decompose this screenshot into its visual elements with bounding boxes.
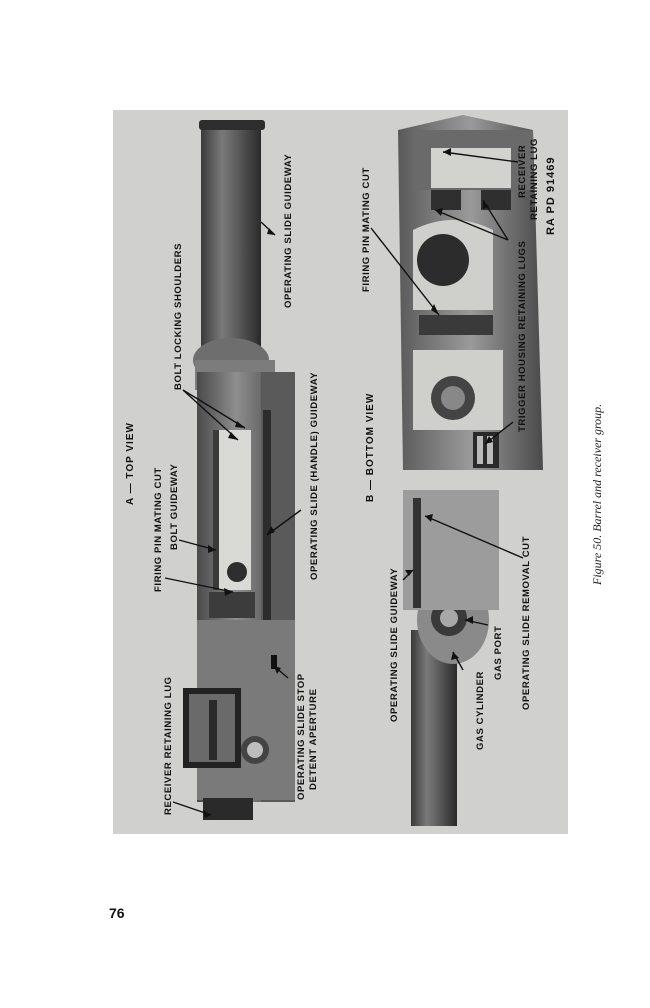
label-a-bolt-locking-shoulders: BOLT LOCKING SHOULDERS	[173, 243, 184, 390]
leader-arrowheads	[203, 148, 493, 818]
barrel-receiver-photograph: A — TOP VIEW RECEIVER RETAINING LUG FIRI…	[113, 110, 568, 834]
view-b-title: B — BOTTOM VIEW	[365, 393, 376, 502]
view-a-title: A — TOP VIEW	[125, 422, 136, 505]
label-b-gas-port: GAS PORT	[493, 626, 504, 680]
label-a-firing-pin-mating-cut: FIRING PIN MATING CUT	[153, 467, 164, 592]
label-a-operating-slide-stop: OPERATING SLIDE STOP	[296, 673, 307, 800]
ra-pd-number: RA PD 91469	[545, 157, 557, 235]
top-view-receiver	[183, 120, 295, 820]
label-b-operating-slide-guideway: OPERATING SLIDE GUIDEWAY	[389, 568, 400, 722]
label-a-operating-slide-guideway: OPERATING SLIDE GUIDEWAY	[283, 154, 294, 308]
label-a-bolt-guideway: BOLT GUIDEWAY	[169, 463, 180, 550]
label-b-operating-slide-removal-cut: OPERATING SLIDE REMOVAL CUT	[521, 536, 532, 710]
label-b-trigger-housing-retaining-lugs: TRIGGER HOUSING RETAINING LUGS	[517, 241, 528, 432]
label-b-firing-pin-mating-cut: FIRING PIN MATING CUT	[361, 167, 372, 292]
bottom-view-receiver	[398, 115, 543, 826]
page-number: 76	[109, 905, 125, 921]
label-b-retaining-lug: RETAINING LUG	[529, 138, 540, 220]
label-a-receiver-retaining-lug: RECEIVER RETAINING LUG	[163, 676, 174, 815]
label-b-receiver: RECEIVER	[517, 145, 528, 198]
label-a-detent-aperture: DETENT APERTURE	[308, 688, 319, 790]
label-b-gas-cylinder: GAS CYLINDER	[475, 671, 486, 750]
label-a-operating-slide-handle-guideway: OPERATING SLIDE (HANDLE) GUIDEWAY	[309, 372, 320, 580]
figure-caption: Figure 50. Barrel and receiver group.	[590, 403, 604, 585]
